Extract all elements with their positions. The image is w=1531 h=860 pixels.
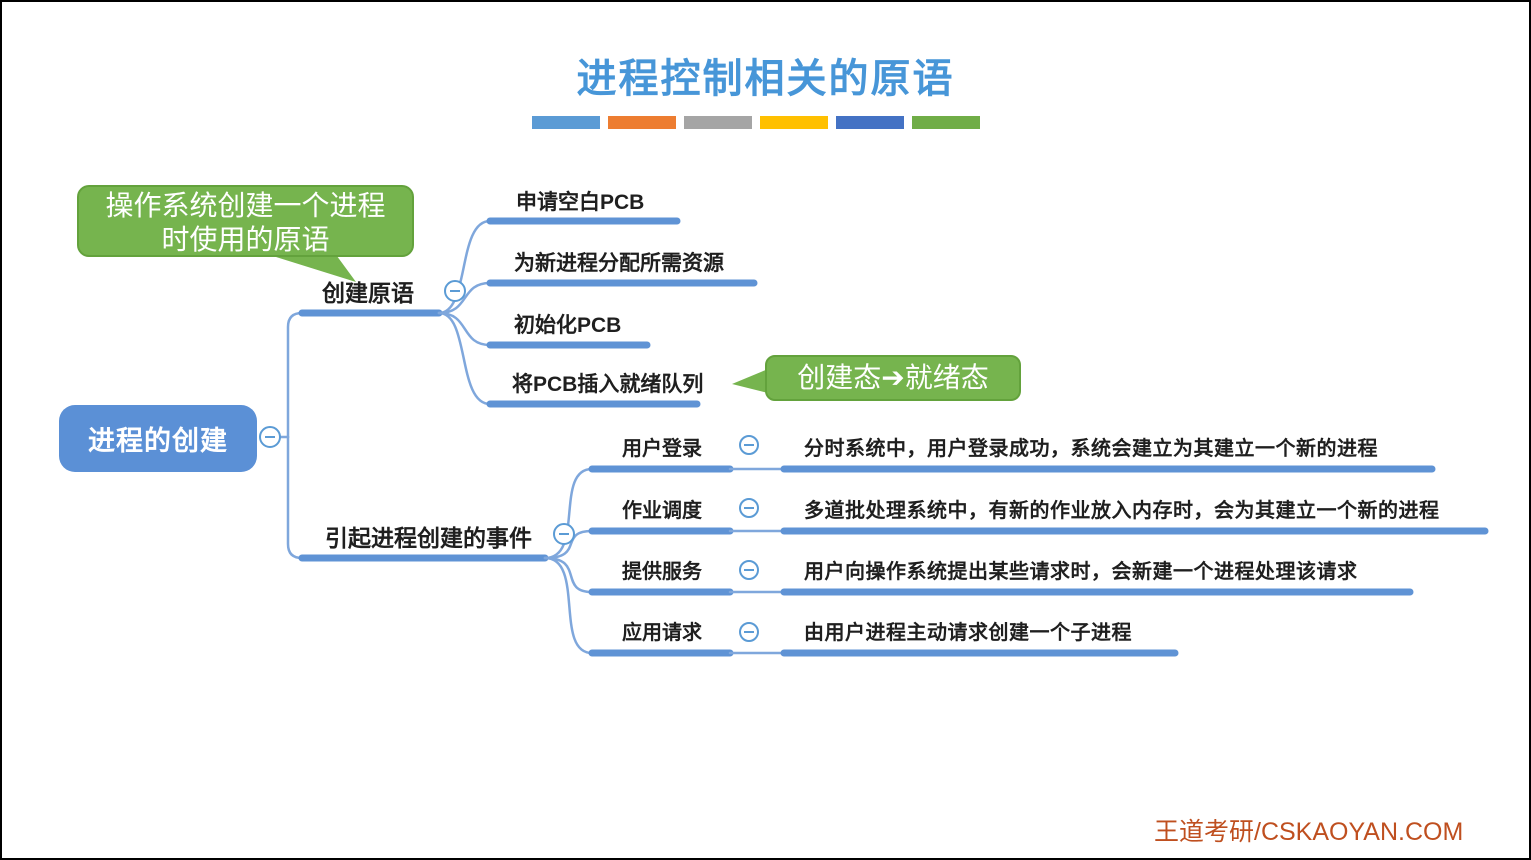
callout-tail — [732, 369, 768, 393]
event-desc-node[interactable]: 由用户进程主动请求创建一个子进程 — [804, 622, 1132, 644]
divider-bar — [760, 116, 828, 129]
step-node[interactable]: 为新进程分配所需资源 — [514, 252, 724, 275]
divider-bar — [836, 116, 904, 129]
divider-bar — [912, 116, 980, 129]
collapse-icon-event[interactable] — [739, 435, 759, 455]
callout-line: 时使用的原语 — [161, 224, 330, 255]
watermark: 王道考研/CSKAOYAN.COM — [1154, 818, 1464, 846]
divider-bar — [532, 116, 600, 129]
event-node[interactable]: 提供服务 — [622, 561, 702, 583]
event-desc-node[interactable]: 用户向操作系统提出某些请求时，会新建一个进程处理该请求 — [804, 561, 1358, 583]
title-divider — [532, 116, 980, 129]
root-node[interactable]: 进程的创建 — [59, 405, 257, 472]
event-node[interactable]: 用户登录 — [622, 438, 702, 460]
collapse-icon-events[interactable] — [553, 523, 575, 545]
collapse-icon-event[interactable] — [739, 498, 759, 518]
collapse-icon-root[interactable] — [259, 426, 281, 448]
page-title: 进程控制相关的原语 — [576, 55, 955, 102]
collapse-icon-event[interactable] — [739, 560, 759, 580]
step-node[interactable]: 初始化PCB — [514, 314, 622, 337]
divider-bar — [684, 116, 752, 129]
branch-events[interactable]: 引起进程创建的事件 — [325, 525, 532, 551]
divider-bar — [608, 116, 676, 129]
callout-line: 操作系统创建一个进程 — [105, 190, 386, 221]
collapse-icon-event[interactable] — [739, 622, 759, 642]
event-desc-node[interactable]: 多道批处理系统中，有新的作业放入内存时，会为其建立一个新的进程 — [804, 500, 1440, 522]
callout-create-note[interactable]: 操作系统创建一个进程 时使用的原语 — [77, 185, 414, 257]
collapse-icon-create-primitive[interactable] — [444, 280, 466, 302]
event-node[interactable]: 应用请求 — [622, 622, 702, 644]
callout-state-transition[interactable]: 创建态➔就绪态 — [765, 355, 1021, 401]
event-node[interactable]: 作业调度 — [622, 500, 702, 522]
step-node[interactable]: 申请空白PCB — [516, 191, 645, 214]
step-node[interactable]: 将PCB插入就绪队列 — [512, 373, 704, 396]
branch-create-primitive[interactable]: 创建原语 — [322, 280, 414, 306]
event-desc-node[interactable]: 分时系统中，用户登录成功，系统会建立为其建立一个新的进程 — [804, 438, 1378, 460]
